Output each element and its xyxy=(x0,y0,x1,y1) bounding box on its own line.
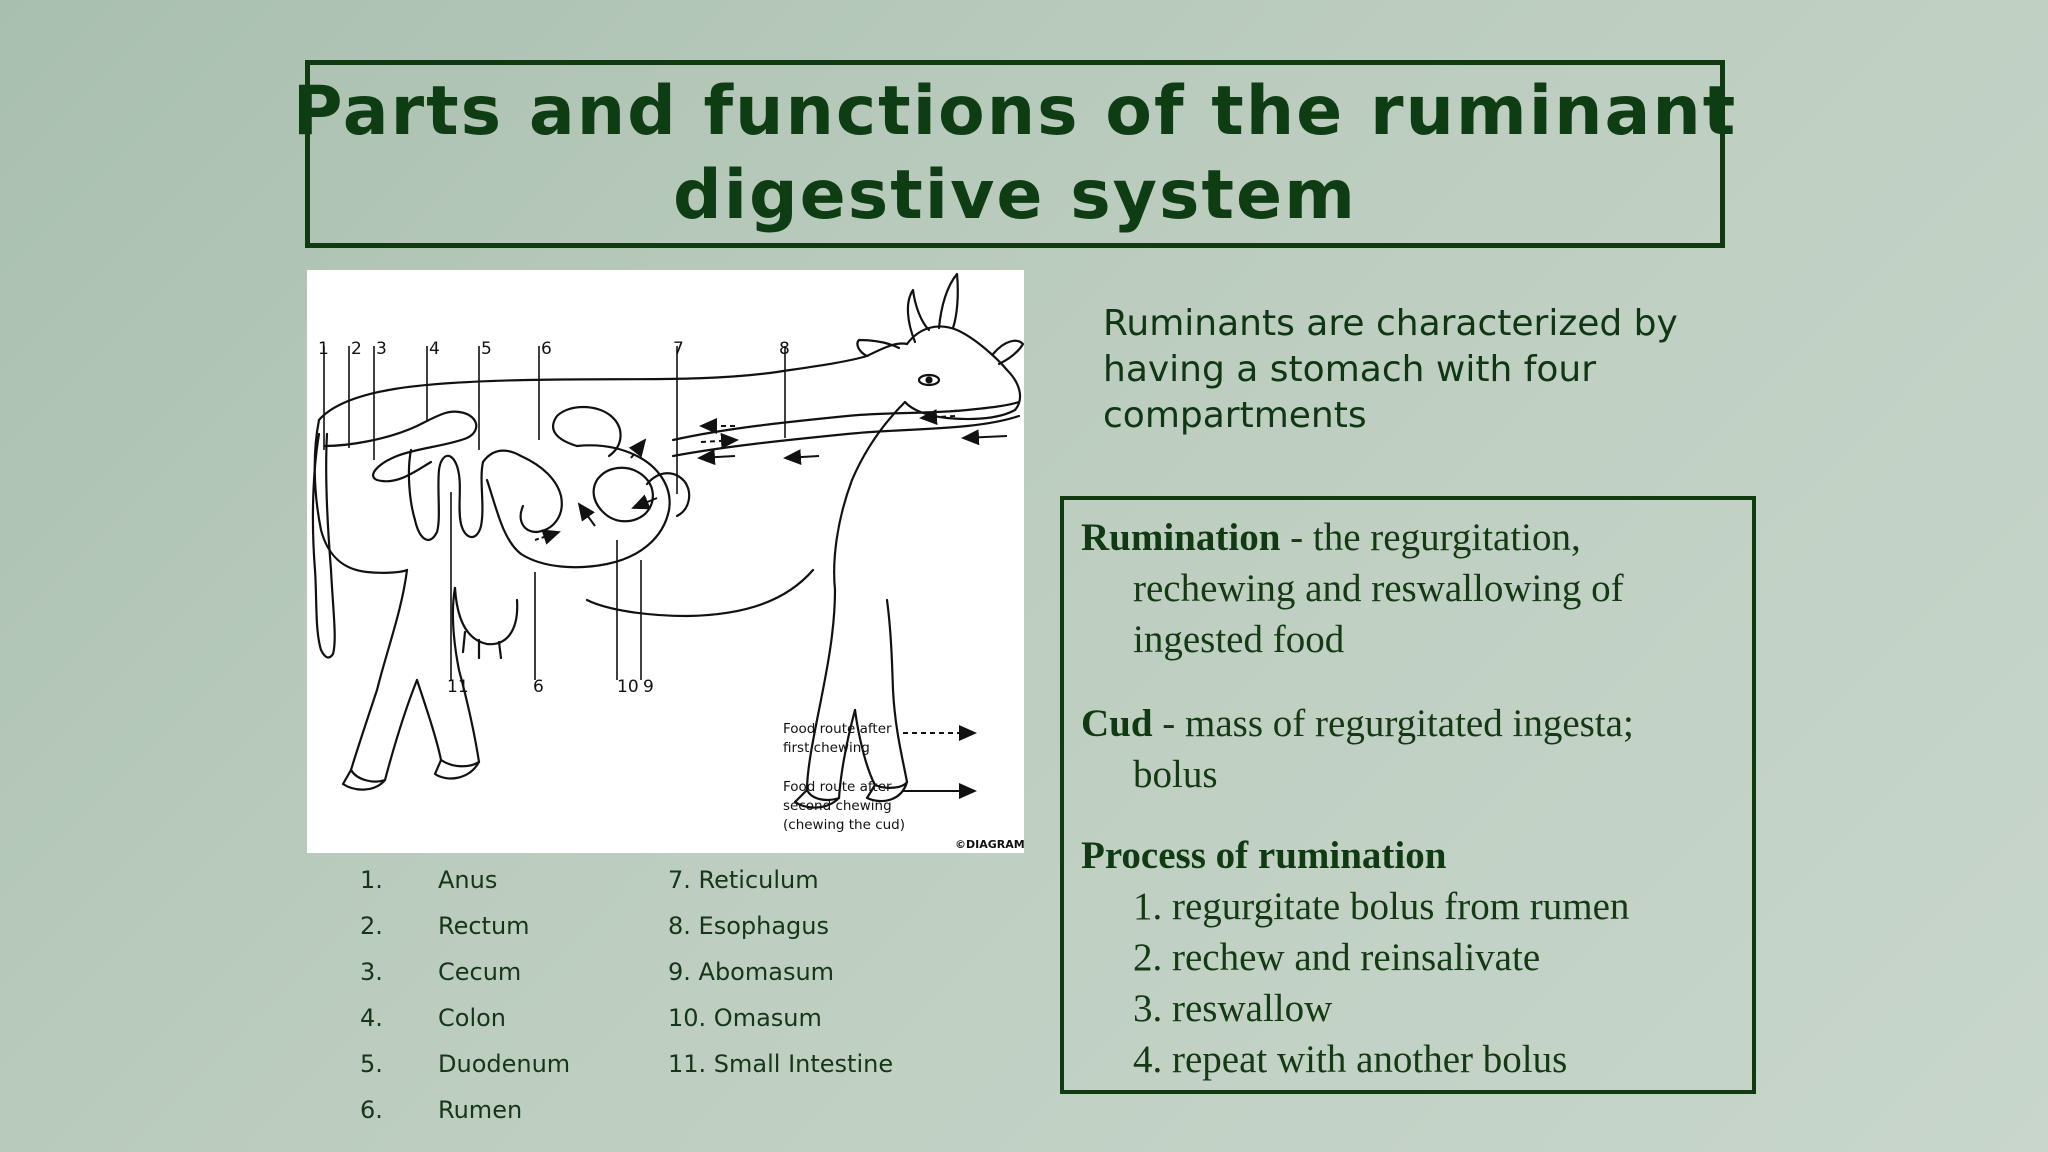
part-number: 2. xyxy=(360,912,383,940)
cow-outline xyxy=(311,272,1024,809)
legend-second-line-1: Food route after xyxy=(783,779,892,795)
process-heading: Process of rumination xyxy=(1081,834,1447,877)
process-steps: 1. regurgitate bolus from rumen 2. reche… xyxy=(1081,881,1742,1085)
part-name: Cecum xyxy=(438,958,522,986)
part-name: Duodenum xyxy=(438,1050,571,1078)
definition-text: bolus xyxy=(1133,753,1218,796)
food-route-arrows xyxy=(534,409,1008,545)
diagram-number: 7 xyxy=(673,339,684,359)
diagram-number: 4 xyxy=(429,339,440,359)
list-item: 3. reswallow xyxy=(1133,987,1333,1030)
intro-line: compartments xyxy=(1103,395,1367,436)
part-number: 1. xyxy=(360,866,383,894)
part-name: Anus xyxy=(438,866,498,894)
intro-line: Ruminants are characterized by xyxy=(1103,303,1678,344)
definitions-box: Rumination - the regurgitation, rechewin… xyxy=(1060,496,1756,1094)
definition-text: ingested food xyxy=(1133,618,1345,661)
diagram-number: 6 xyxy=(541,339,552,359)
list-item: 6. Rumen xyxy=(360,1092,570,1138)
list-item: 1. Anus xyxy=(360,862,570,908)
diagram-legend: Food route after first chewing Food rout… xyxy=(783,721,1024,851)
diagram-number: 10 xyxy=(617,677,639,697)
diagram-number: 5 xyxy=(481,339,492,359)
list-item: 8. Esophagus xyxy=(668,912,829,940)
list-item: 4. repeat with another bolus xyxy=(1133,1038,1568,1081)
intro-line: having a stomach with four xyxy=(1103,349,1597,390)
part-name: Rectum xyxy=(438,912,530,940)
cow-digestive-diagram: 1 2 3 4 5 6 7 8 11 6 10 9 Food route aft… xyxy=(307,270,1024,853)
diagram-number: 8 xyxy=(779,339,790,359)
definition-text: - the regurgitation, xyxy=(1280,516,1581,559)
part-number: 4. xyxy=(360,1004,383,1032)
parts-list-left: 1. Anus 2. Rectum 3. Cecum 4. Colon 5. Duoden… xyxy=(360,862,570,1138)
diagram-number-labels: 1 2 3 4 5 6 7 8 11 6 10 9 xyxy=(318,339,790,697)
list-item: 1. regurgitate bolus from rumen xyxy=(1133,885,1630,928)
list-item: 4. Colon xyxy=(360,1000,570,1046)
definition-text: rechewing and reswallowing of xyxy=(1133,567,1624,610)
list-item: 5. Duodenum xyxy=(360,1046,570,1092)
part-name: Rumen xyxy=(438,1096,523,1124)
part-number: 6. xyxy=(360,1096,383,1124)
rumination-definition: Rumination - the regurgitation, rechewin… xyxy=(1081,512,1742,665)
process-of-rumination: Process of rumination 1. regurgitate bol… xyxy=(1081,830,1742,1085)
legend-first-line-2: first chewing xyxy=(783,740,870,756)
legend-first-line-1: Food route after xyxy=(783,721,892,737)
diagram-number: 11 xyxy=(447,677,469,697)
legend-second-line-3: (chewing the cud) xyxy=(783,817,905,833)
list-item: 10. Omasum xyxy=(668,1004,822,1032)
diagram-copyright: ©DIAGRAM xyxy=(955,838,1024,851)
legend-second-line-2: second chewing xyxy=(783,798,892,814)
parts-list-right: 7. Reticulum 8. Esophagus 9. Abomasum 10… xyxy=(668,862,893,1092)
diagram-number: 9 xyxy=(643,677,654,697)
list-item: 2. rechew and reinsalivate xyxy=(1133,936,1541,979)
list-item: 3. Cecum xyxy=(360,954,570,1000)
title-box: Parts and functions of the ruminant dige… xyxy=(293,60,1735,248)
diagram-number: 6 xyxy=(533,677,544,697)
list-item: 11. Small Intestine xyxy=(668,1050,894,1078)
intro-text: Ruminants are characterized by having a … xyxy=(1103,301,1703,439)
diagram-number: 3 xyxy=(376,339,387,359)
part-name: Colon xyxy=(438,1004,507,1032)
list-item: 2. Rectum xyxy=(360,908,570,954)
list-item: 9. Abomasum xyxy=(668,958,835,986)
slide-title-line-2: digestive system xyxy=(673,156,1357,235)
label-leader-lines xyxy=(323,346,786,680)
diagram-number: 2 xyxy=(351,339,362,359)
definition-text: - mass of regurgitated ingesta; xyxy=(1152,702,1634,745)
diagram-number: 1 xyxy=(318,339,329,359)
slide-title-line-1: Parts and functions of the ruminant xyxy=(292,72,1738,151)
term-cud: Cud xyxy=(1081,702,1153,745)
list-item: 7. Reticulum xyxy=(668,866,819,894)
part-number: 5. xyxy=(360,1050,383,1078)
cud-definition: Cud - mass of regurgitated ingesta; bolu… xyxy=(1081,698,1742,800)
part-number: 3. xyxy=(360,958,383,986)
term-rumination: Rumination xyxy=(1081,516,1281,559)
